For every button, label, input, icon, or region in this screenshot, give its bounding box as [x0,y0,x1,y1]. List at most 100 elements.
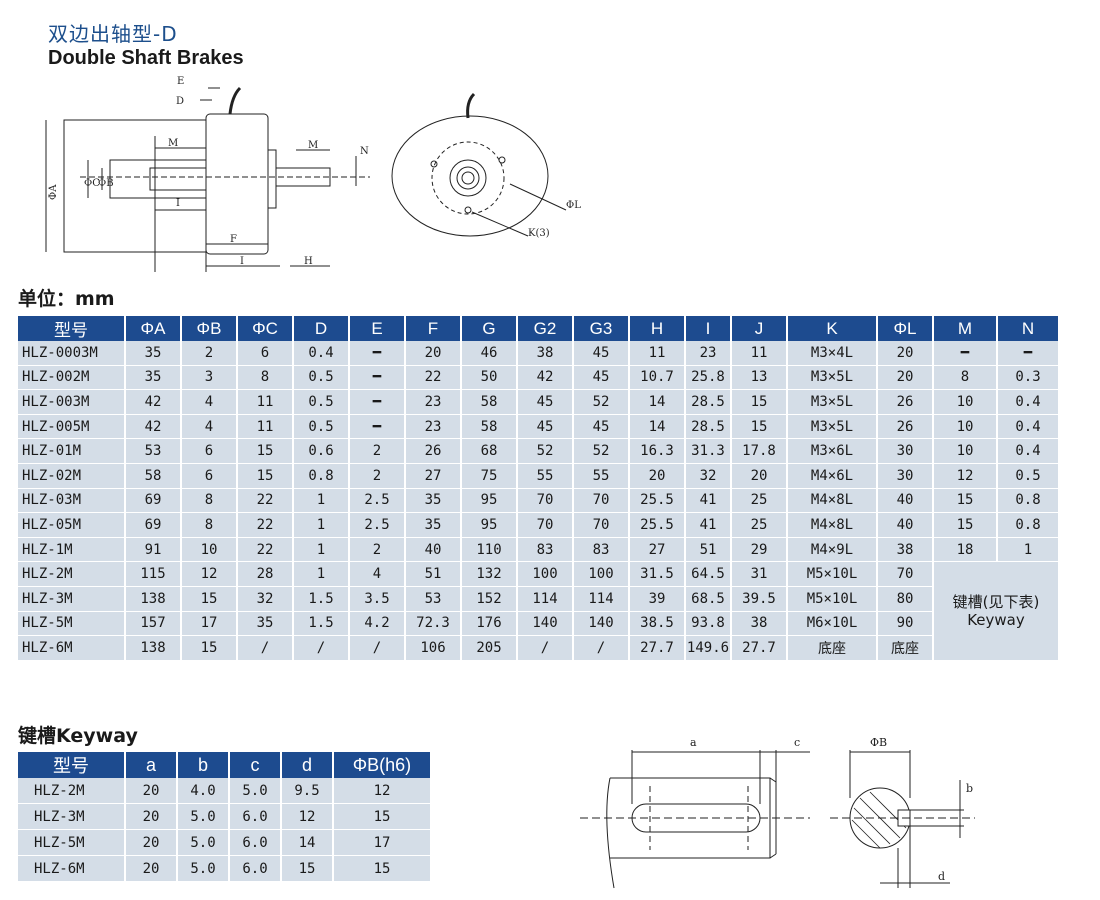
table-cell: 11 [237,414,294,440]
table-cell: 15 [933,488,998,514]
table-cell: 35 [405,488,462,514]
kw-dim-d: d [938,870,945,883]
table-cell: M3×5L [787,365,878,391]
table-cell: 17 [333,829,432,856]
table-cell: 15 [333,803,432,830]
table-cell: 5.0 [177,855,230,882]
table-cell: 157 [125,611,182,637]
kw-col-header: b [177,752,230,778]
table-cell: 11 [731,341,788,366]
table-cell: 25.5 [629,488,686,514]
table-cell: 2 [349,537,406,563]
model-cell: HLZ-5M [18,611,126,637]
table-cell: 2.5 [349,488,406,514]
spec-table: 型号 ΦA ΦB ΦC D E F G G2 G3 H I J K ΦL M N… [18,316,1060,661]
table-cell: 18 [933,537,998,563]
table-cell: M3×5L [787,414,878,440]
table-cell: 100 [517,561,574,587]
keyway-note-cell: 键槽(见下表)Keyway [933,561,1060,661]
table-cell: 25 [731,512,788,538]
table-cell: 95 [461,488,518,514]
keyway-note-cn: 键槽(见下表) [952,593,1040,612]
table-cell: 0.5 [293,389,350,415]
table-cell: 6 [237,341,294,366]
table-cell: 15 [333,855,432,882]
model-cell: HLZ-01M [18,438,126,464]
table-cell: 176 [461,611,518,637]
col-header: J [731,316,788,341]
table-cell: M4×8L [787,512,878,538]
table-cell: 55 [573,463,630,489]
table-cell: M5×10L [787,561,878,587]
table-cell: 152 [461,586,518,612]
table-cell: 10 [933,389,998,415]
table-cell: 0.3 [997,365,1060,391]
table-cell: 27 [405,463,462,489]
table-cell: 58 [461,389,518,415]
model-cell: HLZ-5M [18,829,126,856]
table-cell: 38 [877,537,934,563]
table-cell: 15 [731,414,788,440]
col-header: I [685,316,732,341]
table-cell: 55 [517,463,574,489]
table-cell: 91 [125,537,182,563]
table-cell: 16.3 [629,438,686,464]
shaft-outline [610,777,771,859]
table-cell: 35 [237,611,294,637]
table-cell: 149.6 [685,635,732,661]
kw-col-header: d [281,752,334,778]
table-cell: 68.5 [685,586,732,612]
table-cell: 45 [573,365,630,391]
table-cell: 9.5 [281,778,334,804]
table-cell: 1.5 [293,586,350,612]
table-cell: 10 [181,537,238,563]
table-cell: ━ [933,341,998,366]
table-cell: 8 [181,512,238,538]
col-header: H [629,316,686,341]
table-cell: 27.7 [629,635,686,661]
col-header: K [787,316,878,341]
table-cell: 5.0 [229,778,282,804]
table-cell: 29 [731,537,788,563]
table-cell: ━ [349,389,406,415]
table-cell: 20 [629,463,686,489]
table-cell: 15 [237,463,294,489]
table-cell: / [517,635,574,661]
model-cell: HLZ-1M [18,537,126,563]
table-cell: 6 [181,438,238,464]
dim-label-n: N [360,146,369,157]
table-cell: 23 [405,414,462,440]
table-cell: 2 [349,438,406,464]
table-cell: 14 [629,414,686,440]
keyway-drawing: a c ΦB b d [580,736,975,889]
table-cell: 45 [517,389,574,415]
table-cell: ━ [349,341,406,366]
table-cell: 4.2 [349,611,406,637]
table-cell: 28.5 [685,414,732,440]
table-cell: 22 [237,537,294,563]
model-cell: HLZ-02M [18,463,126,489]
table-cell: 31 [731,561,788,587]
table-cell: 52 [573,389,630,415]
table-cell: 2.5 [349,512,406,538]
table-cell: / [293,635,350,661]
col-header: ΦC [237,316,294,341]
kw-col-header: 型号 [18,752,126,778]
table-cell: 12 [181,561,238,587]
table-cell: 5.0 [177,829,230,856]
table-cell: 40 [877,512,934,538]
table-cell: 80 [877,586,934,612]
table-cell: 70 [573,512,630,538]
table-cell: 132 [461,561,518,587]
table-cell: M6×10L [787,611,878,637]
table-cell: 45 [573,341,630,366]
table-cell: 0.5 [293,365,350,391]
table-cell: 100 [573,561,630,587]
table-cell: 15 [281,855,334,882]
table-cell: ━ [349,414,406,440]
